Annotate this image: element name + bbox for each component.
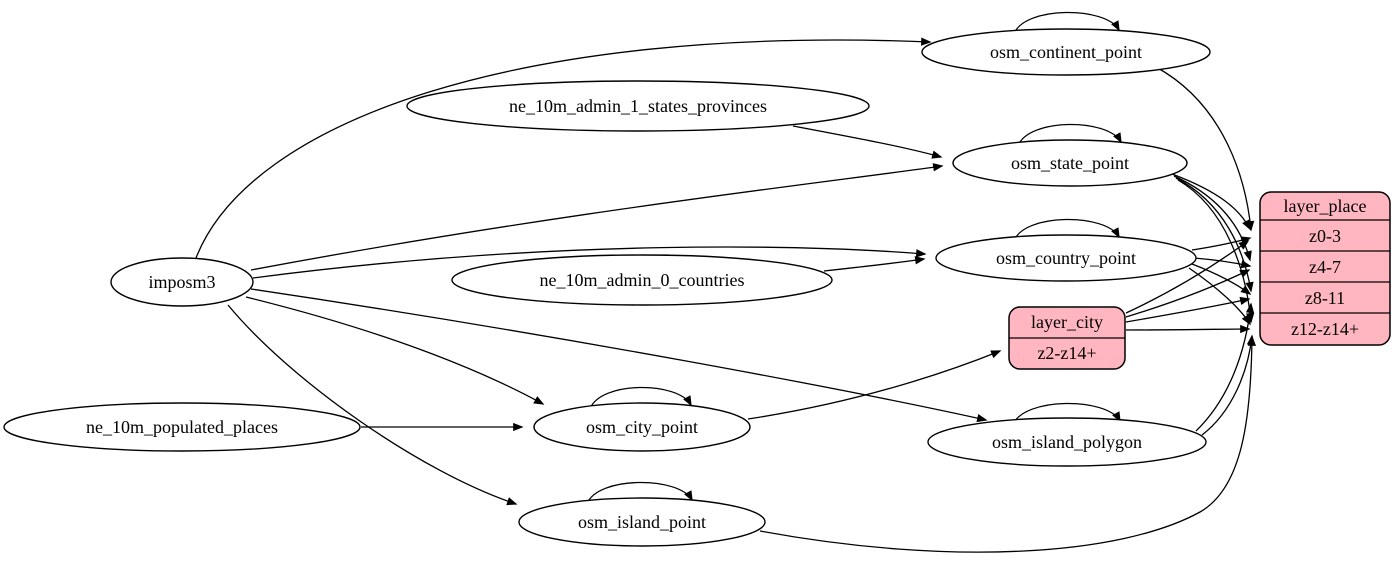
- self-loop-osm-continent-point: [1013, 11, 1120, 35]
- node-ne-10m-admin-0-countries: ne_10m_admin_0_countries: [451, 254, 833, 306]
- edge-imposm3-osm-island-polygon: [250, 288, 988, 423]
- node-osm-island-point: osm_island_point: [518, 497, 766, 547]
- layer-place-row-z12-z14: z12-z14+: [1291, 319, 1359, 339]
- osm-country-point-label: osm_country_point: [996, 248, 1136, 268]
- layer-place-row-z4-7: z4-7: [1309, 257, 1341, 277]
- osm-state-point-label: osm_state_point: [1011, 153, 1129, 173]
- layer-city-title: layer_city: [1031, 312, 1103, 332]
- node-ne-10m-populated-places: ne_10m_populated_places: [3, 402, 361, 452]
- osm-continent-point-shape: [921, 28, 1211, 76]
- record-layer-place: layer_place z0-3 z4-7 z8-11 z12-z14+: [1259, 191, 1391, 346]
- edge-island-point-z12-z14: [759, 335, 1257, 553]
- edge-imposm3-osm-continent-point: [195, 37, 932, 259]
- edge-imposm3-osm-state-point: [250, 163, 944, 271]
- osm-city-point-label: osm_city_point: [586, 417, 698, 437]
- edge-layer-city-z8-11: [1125, 296, 1251, 323]
- edge-state-z0-3: [1171, 173, 1251, 231]
- edge-country-z0-3: [1191, 236, 1252, 251]
- osm-state-point-shape: [952, 139, 1188, 187]
- edge-continent-z0-3: [1155, 66, 1255, 232]
- ne-populated-places-shape: [3, 402, 361, 452]
- node-osm-island-polygon: osm_island_polygon: [927, 417, 1207, 467]
- self-loop-osm-country-point: [1013, 218, 1120, 242]
- edge-layer-city-z12-z14: [1125, 324, 1251, 334]
- edge-state-z4-7: [1173, 175, 1252, 262]
- ne-states-provinces-shape: [406, 80, 870, 132]
- self-loop-osm-island-polygon: [1012, 402, 1121, 426]
- osm-city-point-shape: [533, 402, 751, 452]
- record-layer-city: layer_city z2-z14+: [1008, 306, 1126, 370]
- layer-city-row-z2-z14: z2-z14+: [1037, 343, 1096, 363]
- ne-countries-label: ne_10m_admin_0_countries: [540, 270, 745, 290]
- layer-place-title: layer_place: [1284, 196, 1367, 216]
- node-imposm3: imposm3: [110, 257, 254, 307]
- edge-island-polygon-z8-11: [1195, 302, 1255, 432]
- edge-group: [195, 11, 1257, 553]
- ne-states-provinces-label: ne_10m_admin_1_states_provinces: [509, 96, 767, 116]
- edge-island-polygon-z12-z14: [1201, 334, 1256, 436]
- self-loop-osm-state-point: [1017, 123, 1122, 147]
- edge-country-z8-11: [1191, 263, 1252, 295]
- edge-imposm3-osm-country-point: [252, 246, 927, 279]
- edge-layer-city-z0-3: [1125, 240, 1250, 314]
- edge-country-z12-z14: [1188, 267, 1251, 326]
- imposm3-shape: [110, 257, 254, 307]
- edge-imposm3-osm-city-point: [245, 296, 545, 405]
- layer-place-box: [1259, 191, 1391, 346]
- osm-island-point-label: osm_island_point: [578, 512, 706, 532]
- osm-continent-point-label: osm_continent_point: [990, 42, 1142, 62]
- osm-island-polygon-shape: [927, 417, 1207, 467]
- edge-imposm3-osm-island-point: [227, 304, 518, 506]
- self-loop-osm-city-point: [589, 386, 692, 410]
- self-loop-osm-island-point: [586, 481, 693, 505]
- node-ne-10m-admin-1-states-provinces: ne_10m_admin_1_states_provinces: [406, 80, 870, 132]
- edge-city-layer-city: [747, 350, 1002, 420]
- osm-country-point-shape: [935, 234, 1197, 282]
- edge-country-z4-7: [1193, 257, 1252, 269]
- node-osm-continent-point: osm_continent_point: [921, 28, 1211, 76]
- layer-place-row-z0-3: z0-3: [1309, 226, 1341, 246]
- edge-ne-states-provinces-osm-state-point: [792, 125, 943, 159]
- osm-island-polygon-label: osm_island_polygon: [992, 432, 1142, 452]
- layer-place-row-z8-11: z8-11: [1305, 288, 1345, 308]
- ne-populated-places-label: ne_10m_populated_places: [86, 417, 278, 437]
- edge-ne-countries-osm-country-point: [823, 256, 926, 272]
- ne-countries-shape: [451, 254, 833, 306]
- imposm3-label: imposm3: [148, 272, 215, 292]
- node-osm-country-point: osm_country_point: [935, 234, 1197, 282]
- node-osm-state-point: osm_state_point: [952, 139, 1188, 187]
- osm-island-point-shape: [518, 497, 766, 547]
- node-osm-city-point: osm_city_point: [533, 402, 751, 452]
- edge-layer-city-z4-7: [1125, 269, 1251, 318]
